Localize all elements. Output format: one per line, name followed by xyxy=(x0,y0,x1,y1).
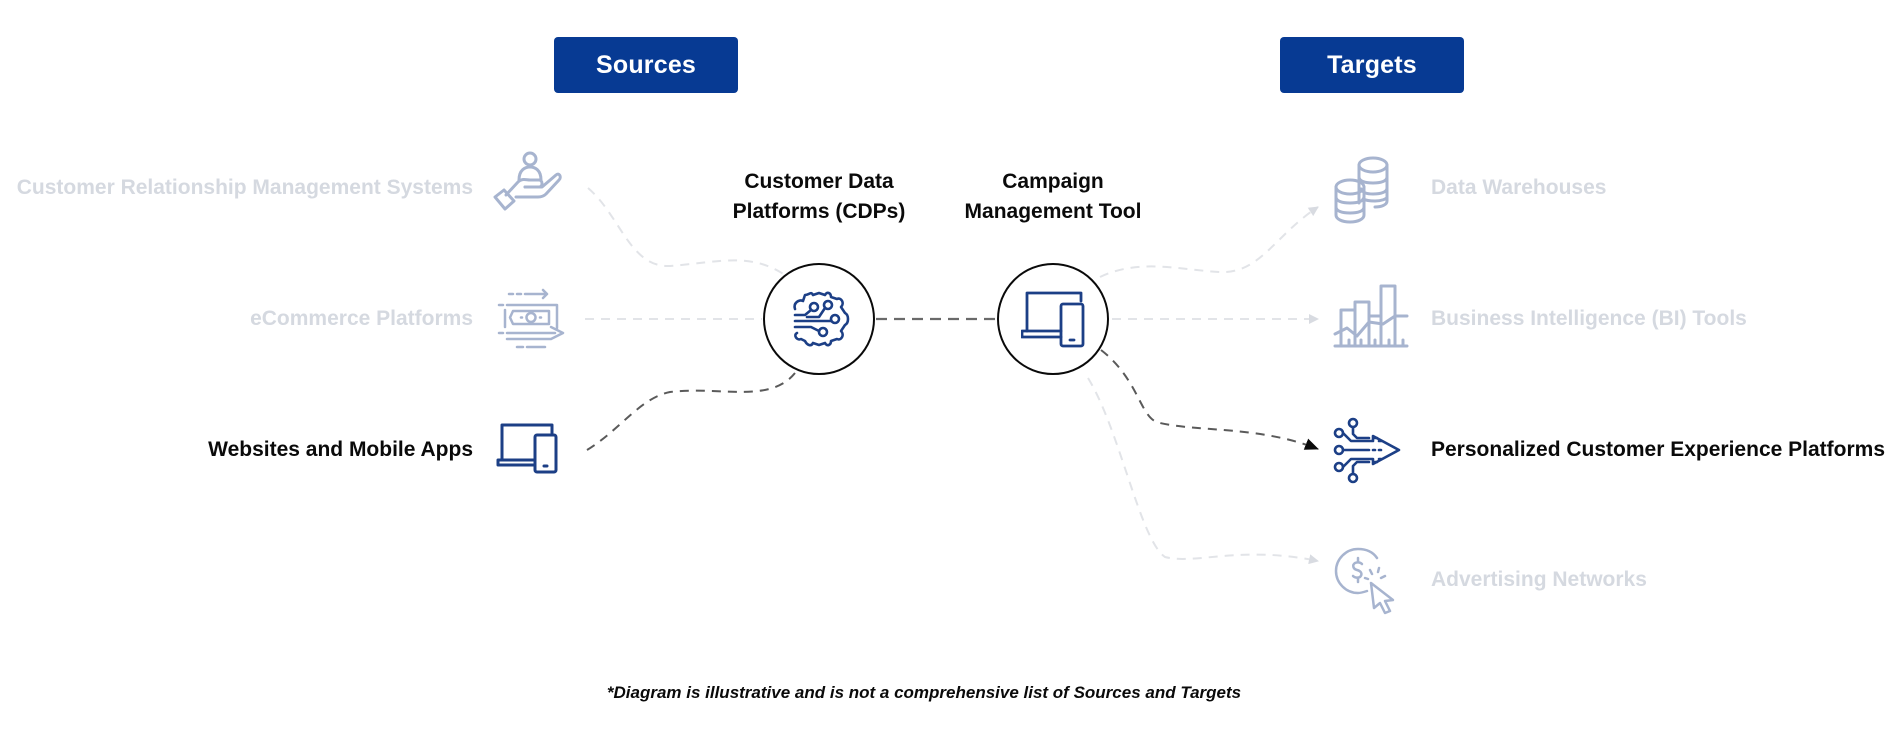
bar-line-chart-icon xyxy=(1333,282,1409,348)
footnote: *Diagram is illustrative and is not a co… xyxy=(606,683,1242,702)
dollar-click-icon xyxy=(1333,546,1399,616)
database-stack-icon xyxy=(1333,155,1391,224)
money-transfer-icon xyxy=(497,288,567,352)
cdp-title-line1: Customer Data xyxy=(744,170,894,193)
cdp-hub xyxy=(763,263,875,375)
cmt-hub xyxy=(997,263,1109,375)
targets-header-label: Targets xyxy=(1327,50,1417,79)
connector-cmt-to-data-warehouses xyxy=(1099,206,1319,278)
target-label-bi-tools: Business Intelligence (BI) Tools xyxy=(1431,307,1747,330)
target-label-advertising-networks: Advertising Networks xyxy=(1431,568,1647,591)
laptop-phone-icon xyxy=(1021,291,1085,348)
connector-cmt-to-pcx xyxy=(1100,349,1319,450)
source-label-crm: Customer Relationship Management Systems xyxy=(16,176,473,199)
target-label-pcx: Personalized Customer Experience Platfor… xyxy=(1431,438,1885,461)
gear-circuit-icon xyxy=(793,291,850,347)
source-label-ecommerce: eCommerce Platforms xyxy=(250,307,473,330)
sources-header-label: Sources xyxy=(595,50,697,79)
cdp-title: Customer Data Platforms (CDPs) xyxy=(699,167,939,227)
sources-header: Sources xyxy=(554,37,738,93)
hand-holding-person-icon xyxy=(492,150,562,212)
connector-cmt-to-advertising xyxy=(1087,377,1319,565)
targets-header: Targets xyxy=(1280,37,1464,93)
target-label-data-warehouses: Data Warehouses xyxy=(1431,176,1607,199)
cmt-title: Campaign Management Tool xyxy=(933,167,1173,227)
cmt-title-line1: Campaign xyxy=(1002,170,1104,193)
cdp-title-line2: Platforms (CDPs) xyxy=(732,200,906,223)
circuit-arrow-icon xyxy=(1333,417,1403,484)
connector-websites-to-cdp xyxy=(586,372,796,451)
source-label-websites: Websites and Mobile Apps xyxy=(208,438,473,461)
laptop-phone-icon xyxy=(496,422,559,474)
cmt-title-line2: Management Tool xyxy=(964,200,1142,223)
connector-crm-to-cdp xyxy=(587,187,786,276)
